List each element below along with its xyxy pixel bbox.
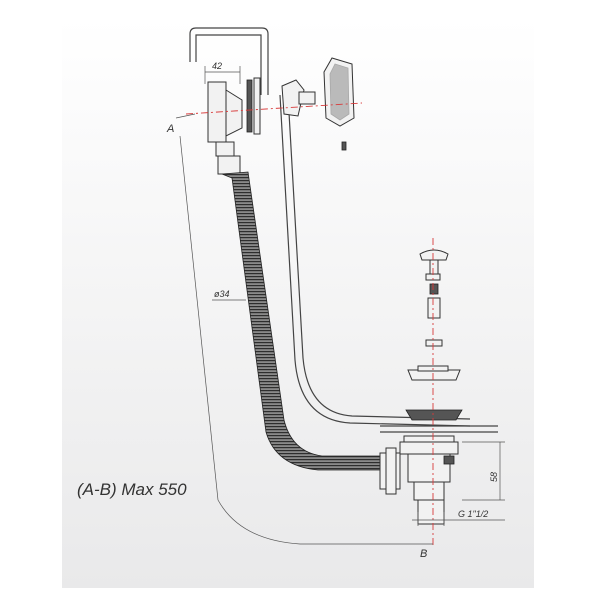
waste-fitting: [379, 435, 459, 525]
overflow-centerline: [185, 102, 363, 115]
length-dimension: A B: [166, 113, 433, 560]
thread-size-label: G 1"1/2: [458, 509, 488, 519]
control-cable-tube: [189, 27, 471, 427]
hose-diameter-label: ø34: [214, 289, 230, 299]
overflow-width-label: 42: [212, 61, 222, 71]
hose-diameter-dimension: ø34: [212, 289, 246, 301]
overflow-width-dimension: 42: [204, 61, 241, 84]
overflow-assembly: [207, 57, 355, 175]
waste-height-dimension: 58: [462, 441, 505, 501]
max-length-caption: (A-B) Max 550: [77, 480, 187, 499]
thread-dimension: G 1"1/2: [412, 509, 505, 526]
point-b-label: B: [420, 548, 427, 560]
point-a-label: A: [166, 123, 174, 135]
waste-height-label: 58: [489, 472, 499, 482]
plug-parts: [405, 249, 463, 421]
